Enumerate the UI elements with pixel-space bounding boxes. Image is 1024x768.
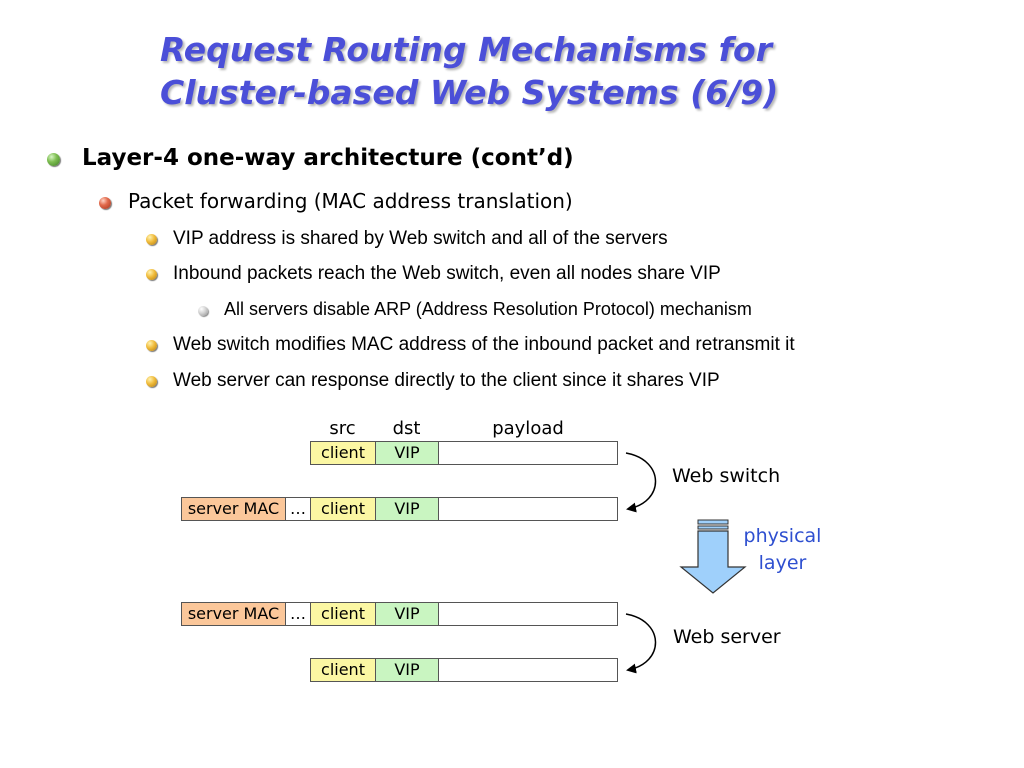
label-physical-line1: physical xyxy=(743,525,822,547)
title-line-2: Cluster-based Web Systems (6/9) xyxy=(160,73,779,112)
bullet-level3-icon xyxy=(146,269,157,280)
cell-payload xyxy=(438,441,618,465)
cell-payload xyxy=(438,497,618,521)
switch-curved-arrow xyxy=(625,452,657,513)
bullet-level4-icon xyxy=(198,306,208,316)
cell-client: client xyxy=(310,497,376,521)
cell-server-mac: server MAC xyxy=(181,497,286,521)
bullet-level3-icon xyxy=(146,234,157,245)
header-payload: payload xyxy=(492,418,564,439)
cell-server-mac: server MAC xyxy=(181,602,286,626)
cell-client: client xyxy=(310,441,376,465)
label-web-switch: Web switch xyxy=(672,465,781,487)
bullet-level3-icon xyxy=(146,340,157,351)
cell-vip: VIP xyxy=(375,602,439,626)
physical-layer-arrow-icon xyxy=(679,519,747,594)
cell-vip: VIP xyxy=(375,658,439,682)
bullet-layer4: Layer-4 one-way architecture (cont’d) xyxy=(82,145,574,171)
header-src: src xyxy=(329,418,356,439)
label-web-server: Web server xyxy=(673,626,781,648)
bullet-level1-icon xyxy=(47,153,60,166)
bullet-mac-modify: Web switch modifies MAC address of the i… xyxy=(173,334,795,355)
cell-client: client xyxy=(310,658,376,682)
bullet-packet-forwarding: Packet forwarding (MAC address translati… xyxy=(128,189,573,213)
bullet-level2-icon xyxy=(99,197,111,209)
bullet-arp-disabled: All servers disable ARP (Address Resolut… xyxy=(224,299,752,319)
server-curved-arrow xyxy=(625,613,657,674)
label-physical-layer: physical layer xyxy=(735,523,830,577)
cell-payload xyxy=(438,658,618,682)
label-physical-line2: layer xyxy=(758,552,807,574)
cell-ellipsis: … xyxy=(285,602,311,626)
cell-client: client xyxy=(310,602,376,626)
bullet-level3-icon xyxy=(146,376,157,387)
title-line-1: Request Routing Mechanisms for xyxy=(160,30,772,69)
cell-vip: VIP xyxy=(375,441,439,465)
bullet-vip-shared: VIP address is shared by Web switch and … xyxy=(173,228,668,249)
slide-title: Request Routing Mechanisms for Cluster-b… xyxy=(160,28,920,114)
header-dst: dst xyxy=(392,418,421,439)
bullet-inbound-packets: Inbound packets reach the Web switch, ev… xyxy=(173,263,721,284)
cell-payload xyxy=(438,602,618,626)
bullet-direct-response: Web server can response directly to the … xyxy=(173,370,720,391)
